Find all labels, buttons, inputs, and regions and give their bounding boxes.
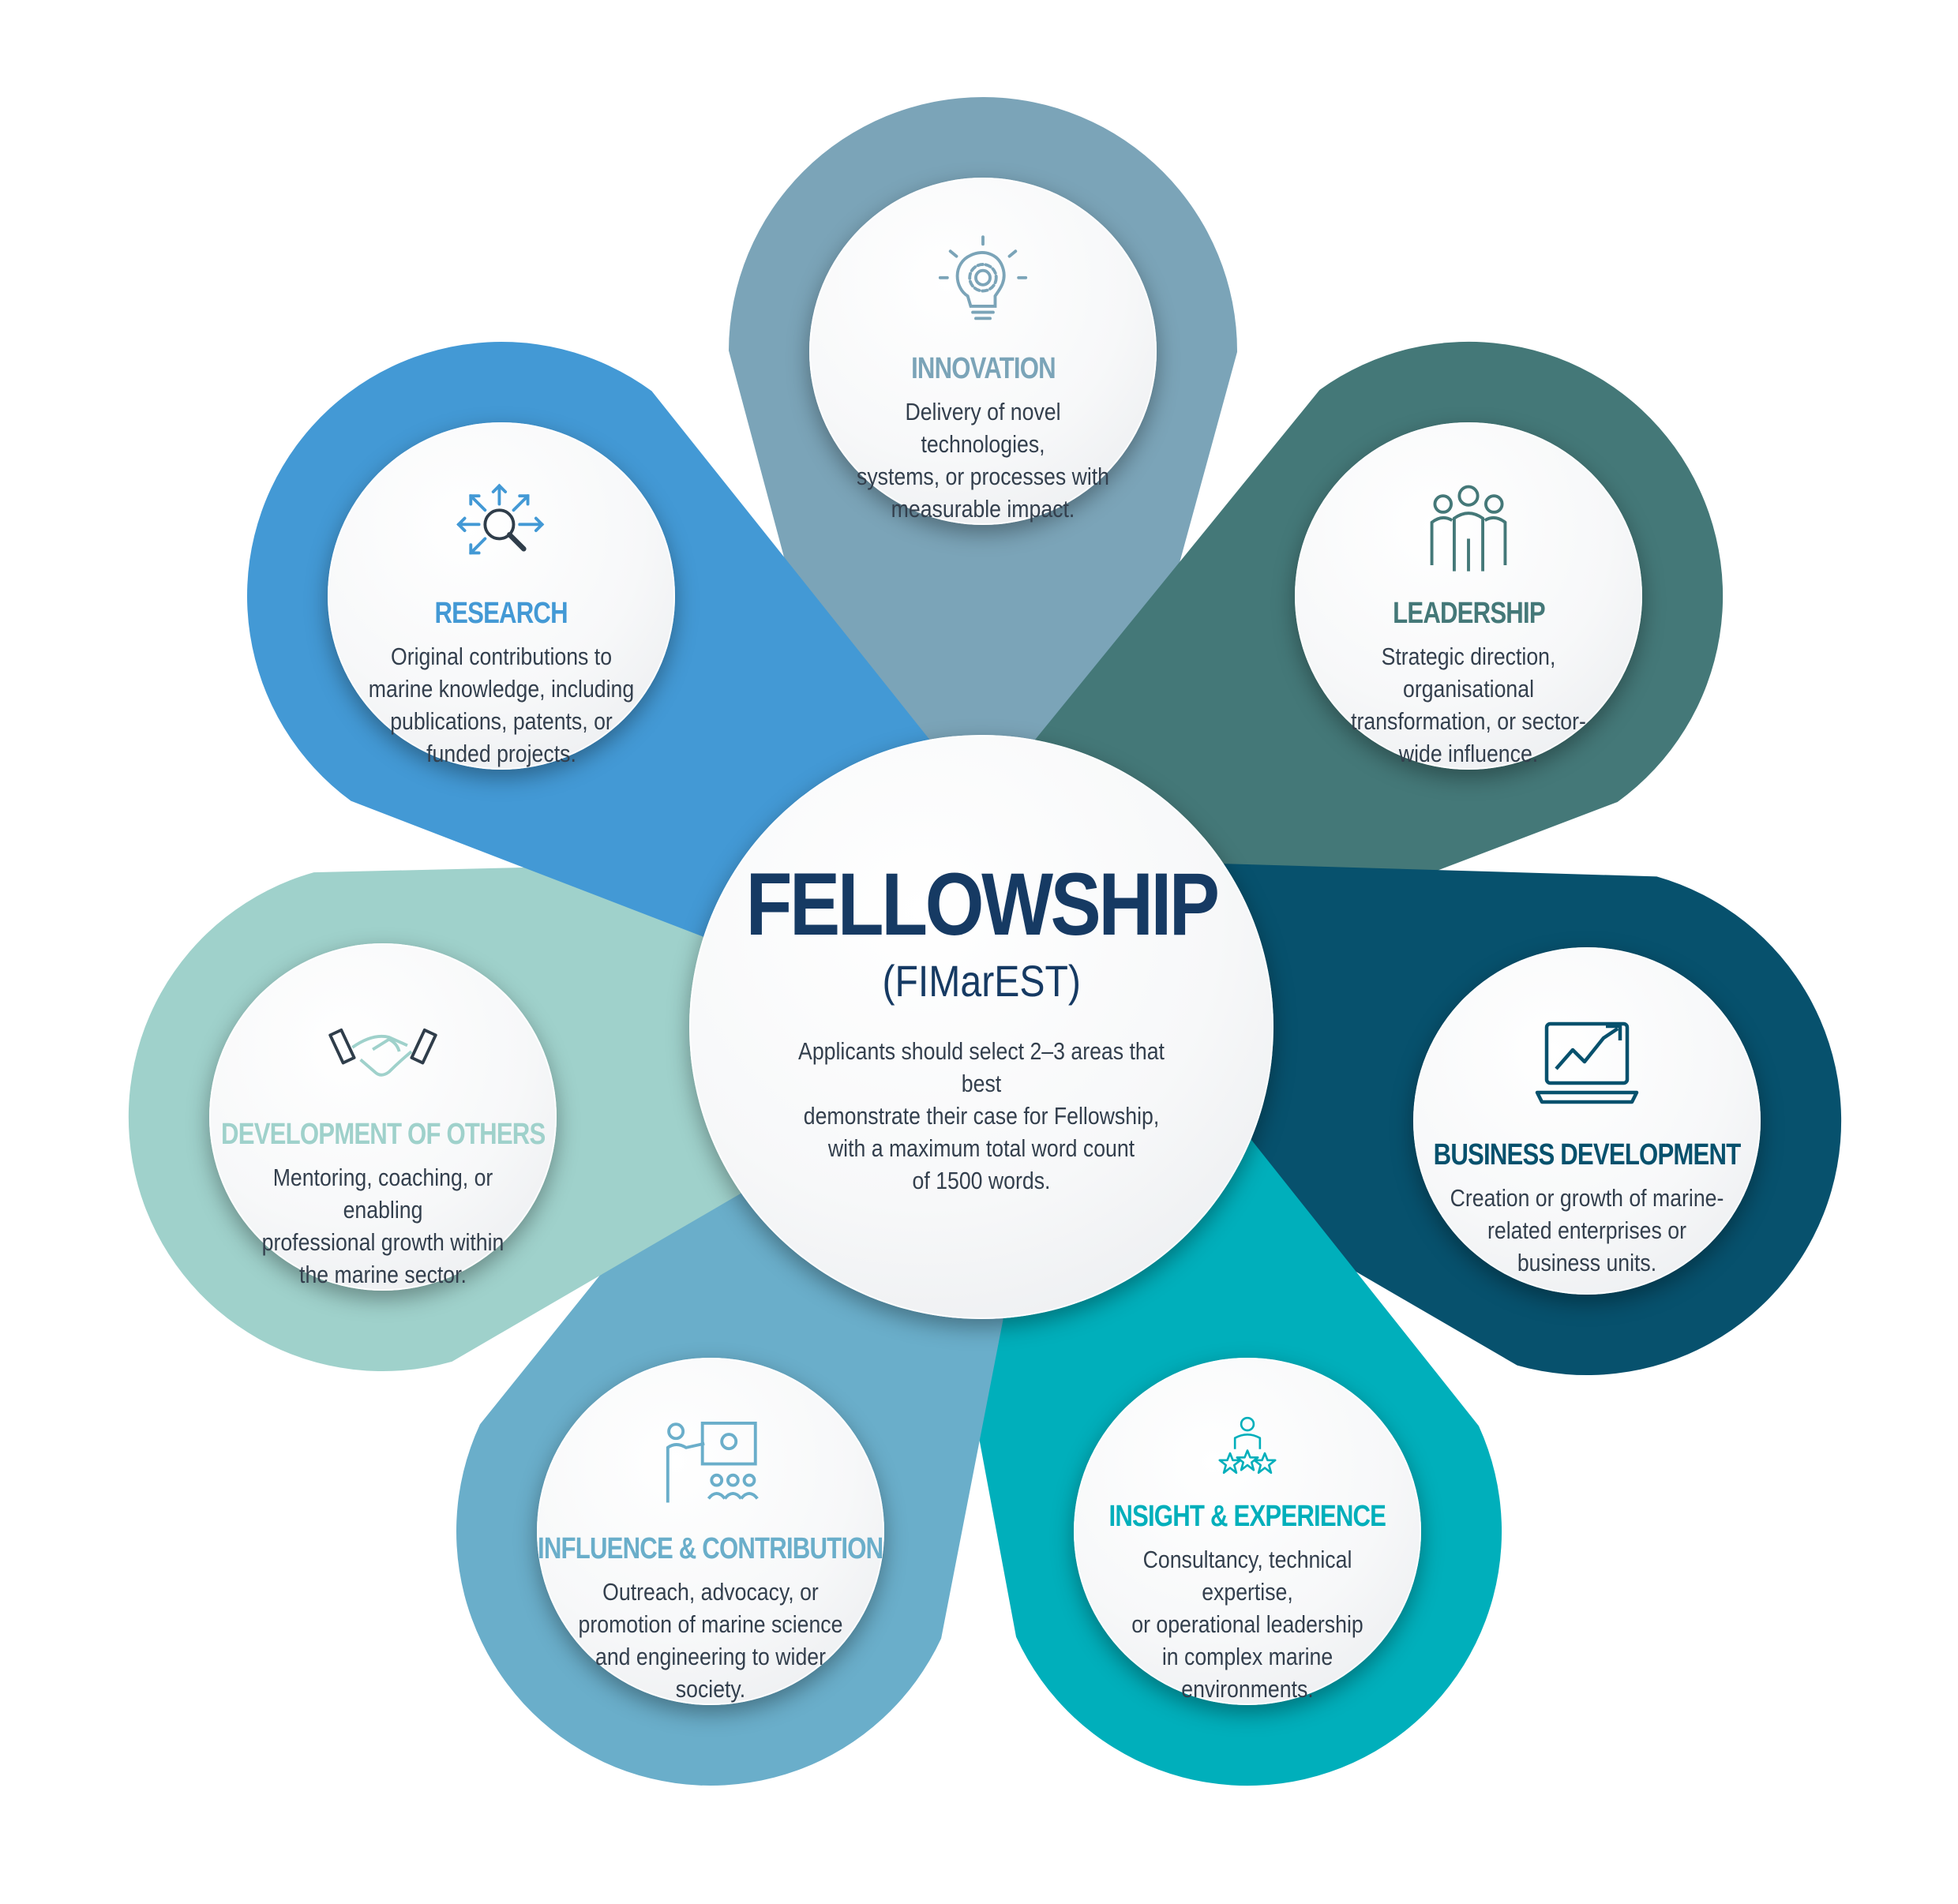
area-development-of-others: DEVELOPMENT OF OTHERS Mentoring, coachin… <box>209 943 557 1291</box>
area-insight-experience: INSIGHT & EXPERIENCE Consultancy, techni… <box>1074 1358 1421 1705</box>
area-title: INSIGHT & EXPERIENCE <box>1108 1500 1386 1533</box>
area-description: Strategic direction, organisational tran… <box>1351 643 1586 767</box>
area-description: Creation or growth of marine- related en… <box>1450 1184 1724 1276</box>
area-business-development: BUSINESS DEVELOPMENT Creation or growth … <box>1413 947 1761 1295</box>
area-title: BUSINESS DEVELOPMENT <box>1433 1138 1742 1171</box>
laptop-growth-chart-icon <box>1535 1021 1639 1104</box>
area-influence-contribution: INFLUENCE & CONTRIBUTION Outreach, advoc… <box>537 1358 884 1705</box>
area-leadership: LEADERSHIP Strategic direction, organisa… <box>1295 422 1642 770</box>
area-title: LEADERSHIP <box>1392 597 1545 630</box>
person-stars-icon <box>1218 1416 1277 1474</box>
center-disc: FELLOWSHIP (FIMarEST) Applicants should … <box>689 735 1273 1319</box>
area-title: DEVELOPMENT OF OTHERS <box>220 1118 546 1151</box>
area-title: RESEARCH <box>434 597 568 630</box>
presenter-audience-icon <box>666 1421 759 1503</box>
area-description: Delivery of novel technologies, systems,… <box>856 398 1110 523</box>
area-innovation: INNOVATION Delivery of novel technologie… <box>809 178 1157 525</box>
center-description: Applicants should select 2–3 areas that … <box>798 1037 1165 1194</box>
area-description: Consultancy, technical expertise, or ope… <box>1131 1546 1363 1703</box>
area-title: INFLUENCE & CONTRIBUTION <box>538 1532 883 1565</box>
area-research: RESEARCH Original contributions to marin… <box>328 422 675 770</box>
lightbulb-gear-icon <box>938 235 1028 320</box>
area-description: Original contributions to marine knowled… <box>368 643 635 767</box>
handshake-icon <box>328 1028 437 1077</box>
area-description: Outreach, advocacy, or promotion of mari… <box>578 1578 843 1703</box>
team-icon <box>1430 485 1507 572</box>
area-description: Mentoring, coaching, or enabling profess… <box>261 1164 505 1288</box>
center-title: FELLOWSHIP <box>745 855 1219 954</box>
area-title: INNOVATION <box>910 352 1056 385</box>
magnifier-arrows-icon <box>456 483 545 555</box>
center-subtitle: (FIMarEST) <box>882 956 1081 1006</box>
